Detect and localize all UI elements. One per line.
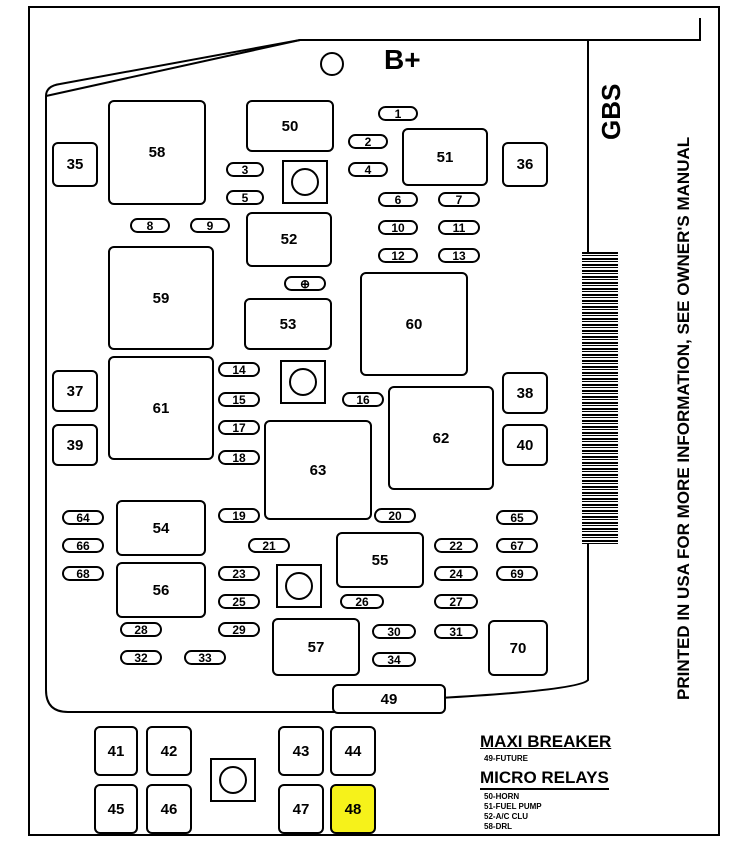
fuse-65: 65 [496,510,538,525]
relay-53: 53 [244,298,332,350]
fuse-33: 33 [184,650,226,665]
fuse-31: 31 [434,624,478,639]
micro-relay-item: 58-DRL [484,822,513,831]
fuse-35: 35 [52,142,98,187]
relay-45: 45 [94,784,138,834]
relay-47: 47 [278,784,324,834]
fuse-37: 37 [52,370,98,412]
fuse-36: 36 [502,142,548,187]
fuse-40: 40 [502,424,548,466]
fuse-68: 68 [62,566,104,581]
fuse-8: 8 [130,218,170,233]
fuse-7: 7 [438,192,480,207]
mounting-hole [320,52,344,76]
relay-44: 44 [330,726,376,776]
fuse-3: 3 [226,162,264,177]
gbs-label: GBS [596,83,626,140]
fuse-2: 2 [348,134,388,149]
relay-57: 57 [272,618,360,676]
relay-55: 55 [336,532,424,588]
barcode [582,252,618,544]
fuse-27: 27 [434,594,478,609]
relay-50: 50 [246,100,334,152]
maxi-breaker-item: 49-FUTURE [484,754,529,763]
fuse-12: 12 [378,248,418,263]
micro-relay-item: 52-A/C CLU [484,812,529,821]
fuse-39: 39 [52,424,98,466]
fuse-30: 30 [372,624,416,639]
fuse-28-left: 28 [120,622,162,637]
fuse-9: 9 [190,218,230,233]
fuse-11: 11 [438,220,480,235]
fuse-64: 64 [62,510,104,525]
relay-42: 42 [146,726,192,776]
fuse-14: 14 [218,362,260,377]
relay-60: 60 [360,272,468,376]
relay-63: 63 [264,420,372,520]
fuse-19: 19 [218,508,260,523]
fuse-17: 17 [218,420,260,435]
fuse-15: 15 [218,392,260,407]
fuse-6: 6 [378,192,418,207]
relay-41: 41 [94,726,138,776]
fuse-26: 26 [340,594,384,609]
b-plus-label: B+ [384,44,421,75]
maxi-breaker-heading: MAXI BREAKER [480,732,612,751]
fuse-24: 24 [434,566,478,581]
fuse-13: 13 [438,248,480,263]
fuse-38: 38 [502,372,548,414]
relay-52: 52 [246,212,332,267]
relay-58: 58 [108,100,206,205]
relay-43: 43 [278,726,324,776]
stud-terminal [280,360,326,404]
fuse-5: 5 [226,190,264,205]
fuse-22: 22 [434,538,478,553]
relay-54: 54 [116,500,206,556]
fuse-29: 29 [218,622,260,637]
relay-59: 59 [108,246,214,350]
micro-relay-item: 51-FUEL PUMP [484,802,542,811]
fuse-18: 18 [218,450,260,465]
fuse-23: 23 [218,566,260,581]
fuse-70: 70 [488,620,548,676]
relay-56: 56 [116,562,206,618]
fuse-diode: ⊕ [284,276,326,291]
fuse-4: 4 [348,162,388,177]
fuse-16: 16 [342,392,384,407]
relay-46: 46 [146,784,192,834]
fuse-34: 34 [372,652,416,667]
fuse-67: 67 [496,538,538,553]
side-text: PRINTED IN USA FOR MORE INFORMATION, SEE… [674,136,693,700]
stud-terminal [210,758,256,802]
fuse-32: 32 [120,650,162,665]
stud-terminal [282,160,328,204]
stud-terminal [276,564,322,608]
maxi-breaker-49: 49 [332,684,446,714]
fuse-10: 10 [378,220,418,235]
fuse-21: 21 [248,538,290,553]
relay-48-highlighted: 48 [330,784,376,834]
fuse-20: 20 [374,508,416,523]
fuse-69: 69 [496,566,538,581]
relay-62: 62 [388,386,494,490]
fuse-66: 66 [62,538,104,553]
micro-relays-heading: MICRO RELAYS [480,768,609,790]
fuse-1: 1 [378,106,418,121]
relay-61: 61 [108,356,214,460]
relay-51: 51 [402,128,488,186]
fuse-25: 25 [218,594,260,609]
micro-relay-item: 50-HORN [484,792,520,801]
